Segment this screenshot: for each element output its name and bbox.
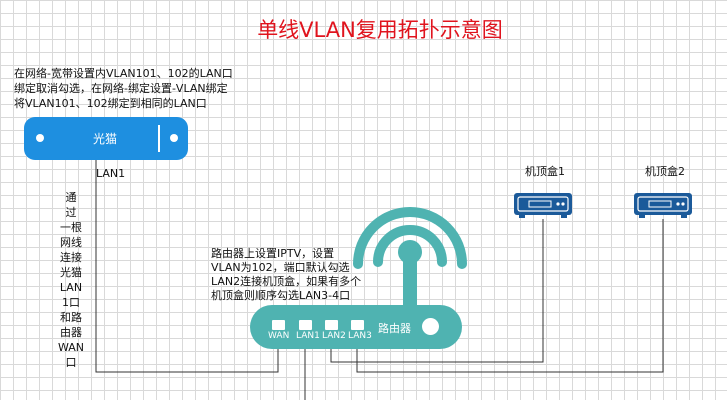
router-port-label: WAN <box>268 331 290 341</box>
diagram-title: 单线VLAN复用拓扑示意图 <box>257 18 503 42</box>
modem-label: 光猫 <box>92 132 117 146</box>
router-port-lan3 <box>351 320 364 330</box>
line-router-lan3-to-stb2 <box>356 219 664 373</box>
router-port-wan <box>272 320 285 330</box>
router-status-led <box>422 318 439 335</box>
modem-left-dot <box>36 134 44 142</box>
router-port-lan2 <box>325 320 338 330</box>
router-config-note: 路由器上设置IPTV，设置 VLAN为102，端口默认勾选 LAN2连接机顶盒，… <box>211 247 362 302</box>
stb2-label: 机顶盒2 <box>645 165 685 178</box>
set-top-box-1-icon <box>514 193 572 218</box>
router-port-lan1 <box>299 320 312 330</box>
stb1-label: 机顶盒1 <box>525 165 565 178</box>
modem-config-note: 在网络-宽带设置内VLAN101、102的LAN口 绑定取消勾选，在网络-绑定设… <box>14 67 233 110</box>
set-top-box-2-icon <box>634 193 692 218</box>
router-port-label: LAN3 <box>348 331 372 341</box>
line-modem-to-router-wan <box>95 160 279 373</box>
router-port-label: LAN2 <box>322 331 346 341</box>
modem-indicator-bar <box>158 125 160 152</box>
line-router-lan2-to-stb1 <box>330 219 544 363</box>
cable-note: 通 过 一根 网线 连接 光猫 LAN 1口 和路 由器 WAN 口 <box>57 191 85 369</box>
modem-lan1-label: LAN1 <box>96 167 126 180</box>
router-port-label: LAN1 <box>296 331 320 341</box>
router-label: 路由器 <box>378 322 411 335</box>
router-wifi-icon <box>353 207 467 308</box>
router: 路由器 <box>250 305 462 349</box>
optical-modem: 光猫 <box>24 117 188 160</box>
modem-right-dot <box>170 134 178 142</box>
